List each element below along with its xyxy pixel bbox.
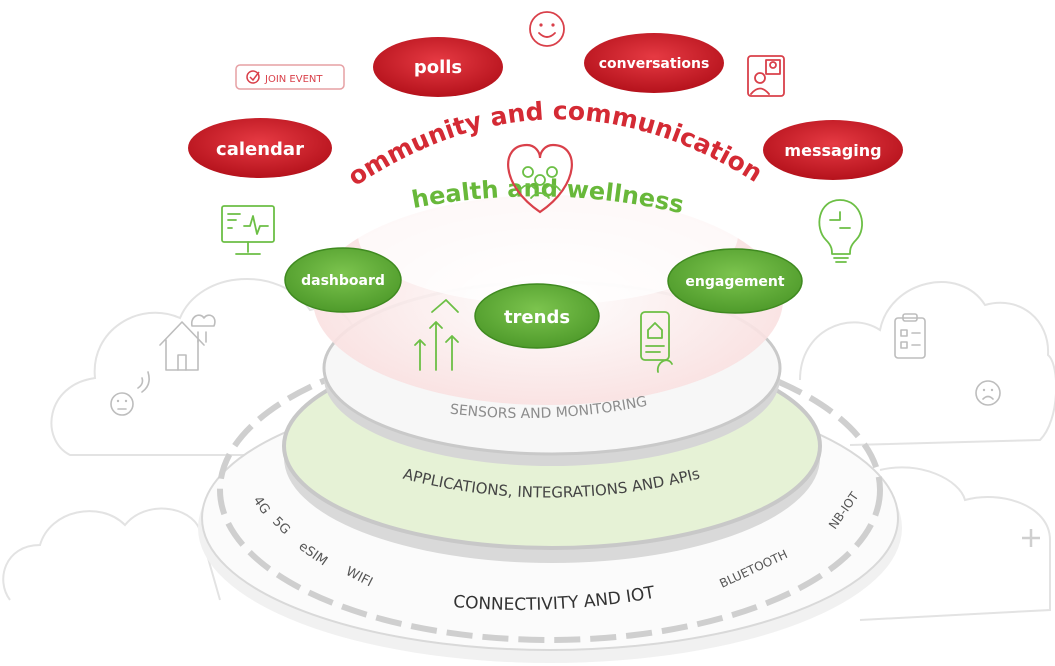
svg-text:conversations: conversations xyxy=(599,56,710,72)
check-icon xyxy=(246,70,260,84)
polls-pill[interactable]: polls xyxy=(373,37,503,97)
rising-arrows-icon xyxy=(414,299,459,371)
sad-face-icon xyxy=(975,380,1001,406)
platform-layers xyxy=(198,165,902,663)
messaging-pill[interactable]: messaging xyxy=(763,120,903,180)
cloud-bottom-left xyxy=(2,507,221,601)
calendar-pill[interactable]: calendar xyxy=(188,118,332,178)
clipboard-icon xyxy=(894,313,926,359)
svg-text:JOIN EVENT: JOIN EVENT xyxy=(264,74,323,85)
plus-icon xyxy=(1022,529,1040,547)
join-event-badge[interactable]: JOIN EVENT xyxy=(235,64,345,90)
cloud-bottom-right xyxy=(859,466,1051,621)
svg-text:engagement: engagement xyxy=(685,274,784,290)
svg-text:polls: polls xyxy=(414,57,462,78)
phone-home-icon xyxy=(640,311,673,373)
dashboard-pill[interactable]: dashboard xyxy=(284,247,402,313)
svg-text:messaging: messaging xyxy=(784,141,881,160)
svg-text:dashboard: dashboard xyxy=(301,273,385,289)
heart-community-icon xyxy=(507,143,573,214)
neutral-face-icon xyxy=(110,371,150,416)
trends-pill[interactable]: trends xyxy=(474,283,600,349)
engagement-pill[interactable]: engagement xyxy=(667,248,803,314)
svg-text:trends: trends xyxy=(504,307,570,328)
puzzle-bulb-icon xyxy=(818,199,863,263)
svg-text:calendar: calendar xyxy=(216,139,304,160)
smiley-icon xyxy=(529,11,565,47)
community-heading: community and communication xyxy=(0,0,768,192)
monitor-chart-icon xyxy=(221,205,275,255)
community-disc xyxy=(358,165,738,305)
conversations-pill[interactable]: conversations xyxy=(584,33,724,93)
video-call-icon xyxy=(747,55,785,97)
smart-home-icon xyxy=(159,314,216,371)
